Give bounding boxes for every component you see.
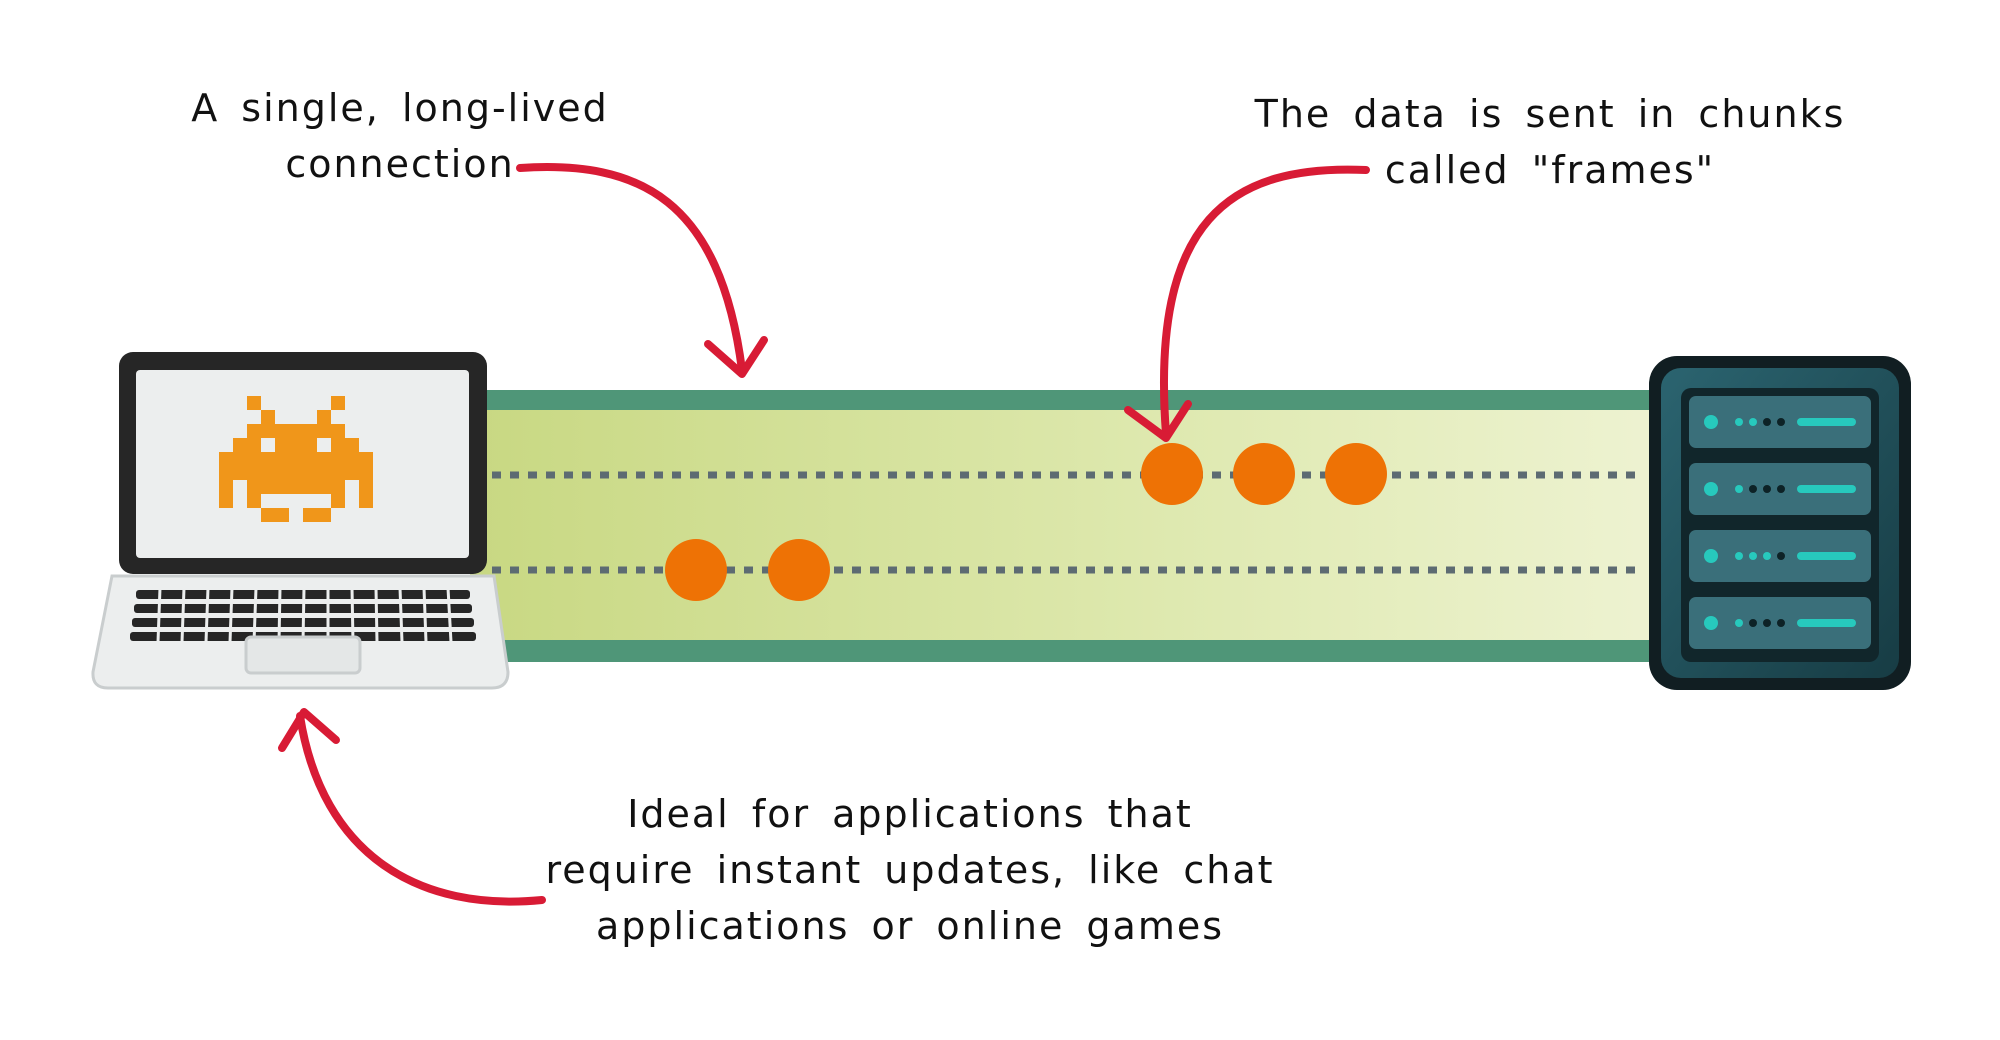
annotation-line: require instant updates, like chat	[545, 848, 1275, 892]
frame-dot	[1233, 443, 1295, 505]
keyboard-key-gaps	[156, 587, 453, 643]
arrow-to-laptop	[278, 708, 546, 906]
frame-dot	[768, 539, 830, 601]
laptop-trackpad	[244, 635, 362, 675]
annotation-frames: The data is sent in chunks called "frame…	[1230, 86, 1870, 198]
frame-dot	[1141, 443, 1203, 505]
channel-border-top	[470, 390, 1670, 412]
arrow-to-frames	[1124, 165, 1370, 442]
server-unit	[1689, 463, 1871, 515]
annotation-line: Ideal for applications that	[627, 792, 1193, 836]
server-unit	[1689, 597, 1871, 649]
annotation-connection: A single, long-lived connection	[170, 80, 630, 192]
laptop-icon	[91, 352, 510, 690]
annotation-line: applications or online games	[595, 904, 1225, 948]
frames-lane-2	[665, 539, 830, 601]
space-invader-icon	[219, 396, 373, 522]
arrow-to-connection	[516, 163, 768, 378]
annotation-line: A single, long-lived	[191, 86, 609, 130]
annotation-line: called "frames"	[1384, 148, 1716, 192]
frame-dot	[665, 539, 727, 601]
server-inner-panel	[1681, 388, 1879, 662]
channel-border-bottom	[470, 640, 1670, 662]
connection-channel	[470, 390, 1670, 662]
server-unit	[1689, 396, 1871, 448]
server-rack-icon	[1649, 356, 1911, 690]
annotation-line: The data is sent in chunks	[1254, 92, 1846, 136]
annotation-ideal-use: Ideal for applications that require inst…	[530, 786, 1290, 954]
server-unit	[1689, 530, 1871, 582]
frame-dot	[1325, 443, 1387, 505]
frames-lane-1	[1141, 443, 1387, 505]
annotation-line: connection	[285, 142, 515, 186]
channel-body	[470, 410, 1670, 642]
